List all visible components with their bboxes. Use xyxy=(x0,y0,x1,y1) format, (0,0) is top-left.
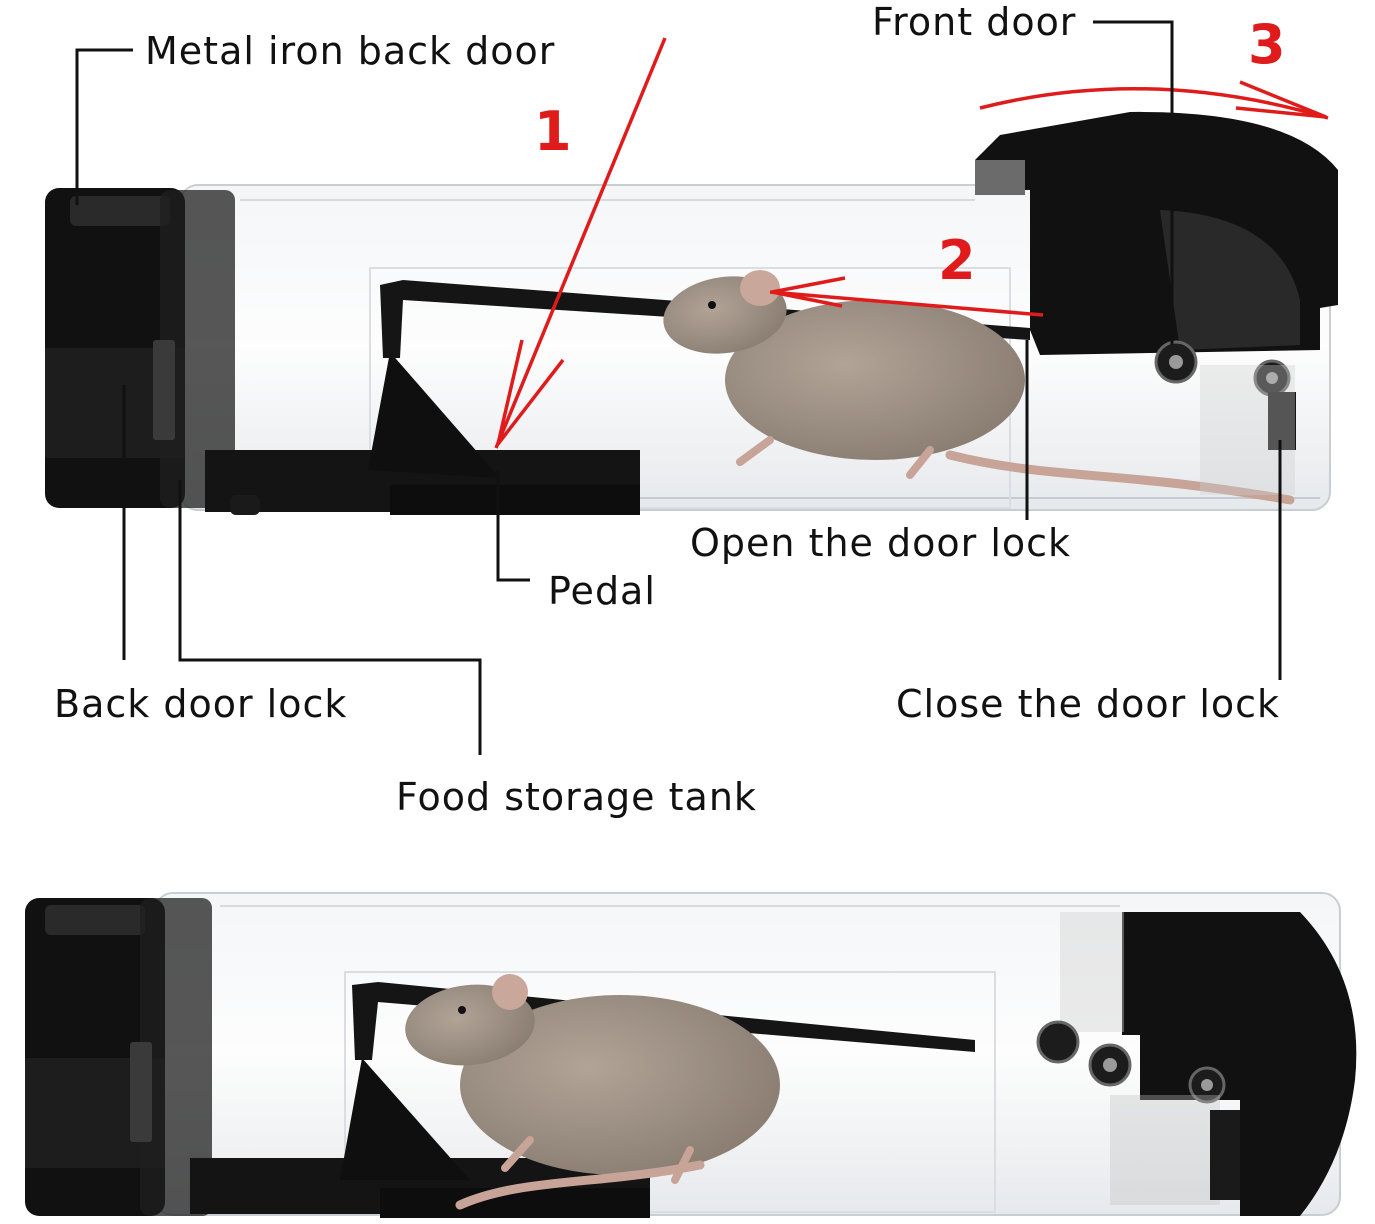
label-food-storage-tank: Food storage tank xyxy=(396,775,757,819)
label-open-the-door-lock: Open the door lock xyxy=(690,521,1071,565)
label-metal-iron-back-door: Metal iron back door xyxy=(145,29,555,73)
leader-lines xyxy=(75,20,1282,755)
step1-number: 1 xyxy=(534,100,572,163)
bottom-mouse xyxy=(405,974,780,1210)
bottom-front-door xyxy=(1036,912,1357,1216)
label-front-door: Front door xyxy=(872,0,1076,44)
step3-arrow xyxy=(979,87,1329,120)
leader-pedal xyxy=(496,470,530,582)
step1-arrow xyxy=(494,37,667,449)
step3-number: 3 xyxy=(1248,13,1286,76)
bottom-back-door xyxy=(25,898,212,1216)
step2-number: 2 xyxy=(938,229,976,292)
bottom-trap xyxy=(25,892,1357,1218)
top-mouse xyxy=(663,270,1295,505)
label-close-the-door-lock: Close the door lock xyxy=(896,682,1280,726)
label-back-door-lock: Back door lock xyxy=(54,682,347,726)
leader-metal-back-door xyxy=(75,48,133,205)
leader-front-door xyxy=(1093,20,1174,345)
top-back-door xyxy=(45,188,235,508)
step2-arrow xyxy=(769,290,1044,317)
top-front-door xyxy=(975,111,1338,495)
label-pedal: Pedal xyxy=(548,569,656,613)
top-trap xyxy=(45,111,1338,515)
leader-food-storage xyxy=(178,480,482,755)
step-arrows xyxy=(494,37,1329,449)
